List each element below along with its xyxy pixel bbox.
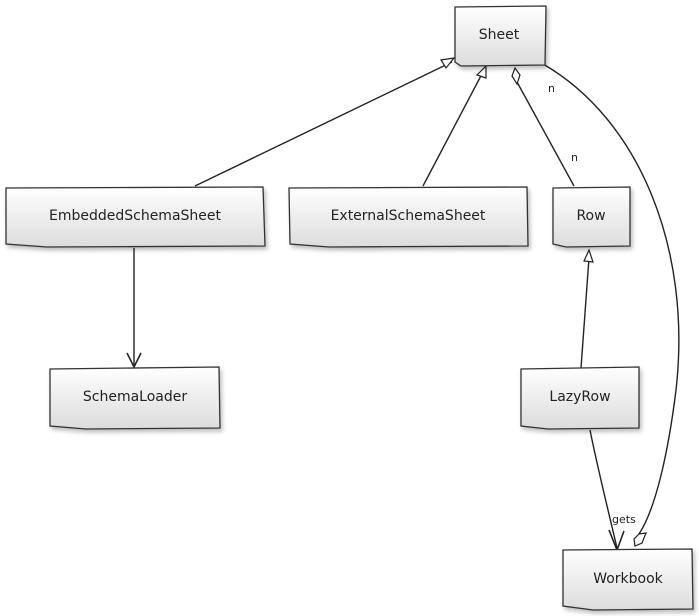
class-box-row[interactable]: Row xyxy=(552,186,631,248)
edge-embeddedschemasheet-uses-schemaloader xyxy=(126,248,142,369)
class-box-schema-loader[interactable]: SchemaLoader xyxy=(49,366,221,430)
edge-lazyrow-inherits-row xyxy=(580,248,594,369)
class-name-sheet: Sheet xyxy=(479,27,520,43)
class-box-sheet[interactable]: Sheet xyxy=(454,5,547,67)
class-box-workbook[interactable]: Workbook xyxy=(562,548,694,611)
edge-externalschemasheet-inherits-sheet xyxy=(422,64,487,187)
inheritance-arrowhead-icon xyxy=(440,57,456,70)
arrowhead-icon xyxy=(608,529,625,553)
edge-sheet-workbook xyxy=(542,63,680,547)
inheritance-arrowhead-icon xyxy=(475,64,487,79)
class-name-lazy-row: LazyRow xyxy=(549,389,610,405)
inheritance-arrowhead-icon xyxy=(583,248,594,263)
class-box-external-schema-sheet[interactable]: ExternalSchemaSheet xyxy=(288,186,529,248)
class-name-external-schema-sheet: ExternalSchemaSheet xyxy=(331,208,486,224)
aggregation-diamond-icon xyxy=(511,66,521,86)
class-name-embedded-schema-sheet: EmbeddedSchemaSheet xyxy=(49,208,222,224)
arrowhead-icon xyxy=(126,352,142,369)
class-box-embedded-schema-sheet[interactable]: EmbeddedSchemaSheet xyxy=(5,186,266,248)
class-name-workbook: Workbook xyxy=(593,571,663,587)
edges xyxy=(126,57,680,553)
relation-label-gets: gets xyxy=(612,513,636,526)
aggregation-diamond-icon xyxy=(633,532,647,547)
multiplicity-label-row-end: n xyxy=(571,151,578,164)
multiplicity-label-sheet-end: n xyxy=(548,82,555,95)
class-name-row: Row xyxy=(576,208,605,224)
edge-embeddedschemasheet-inherits-sheet xyxy=(194,57,456,187)
edge-lazyrow-gets-workbook xyxy=(589,429,625,553)
class-box-lazy-row[interactable]: LazyRow xyxy=(520,366,640,430)
edge-sheet-aggregates-row xyxy=(511,66,575,187)
class-name-schema-loader: SchemaLoader xyxy=(83,389,187,405)
